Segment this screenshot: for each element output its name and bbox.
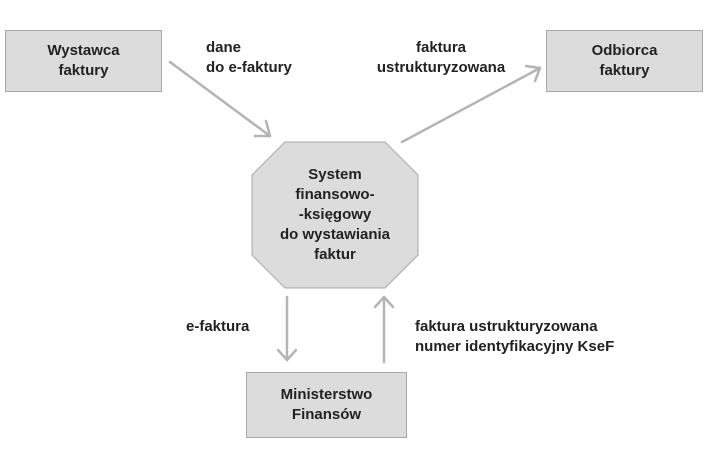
node-invoice-issuer: Wystawca faktury: [5, 30, 162, 92]
node-invoice-recipient: Odbiorca faktury: [546, 30, 703, 92]
arrow-ministry-to-system: [373, 295, 395, 364]
system-octagon-shape: [251, 141, 419, 289]
edge-label-ministry-to-system: faktura ustrukturyzowana numer identyfik…: [415, 318, 615, 355]
edge-label-issuer-to-system: dane do e-faktury: [206, 39, 292, 76]
node-accounting-system-label: System finansowo- -księgowy do wystawian…: [279, 166, 391, 263]
arrow-system-to-ministry: [276, 295, 298, 362]
edge-label-system-to-recipient: faktura ustrukturyzowana: [376, 39, 506, 76]
edge-label-system-to-ministry: e-faktura: [186, 318, 250, 335]
node-ministry-of-finance: Ministerstwo Finansów: [246, 372, 407, 438]
arrow-system-to-recipient: [400, 64, 542, 144]
arrow-issuer-to-system: [168, 60, 272, 138]
